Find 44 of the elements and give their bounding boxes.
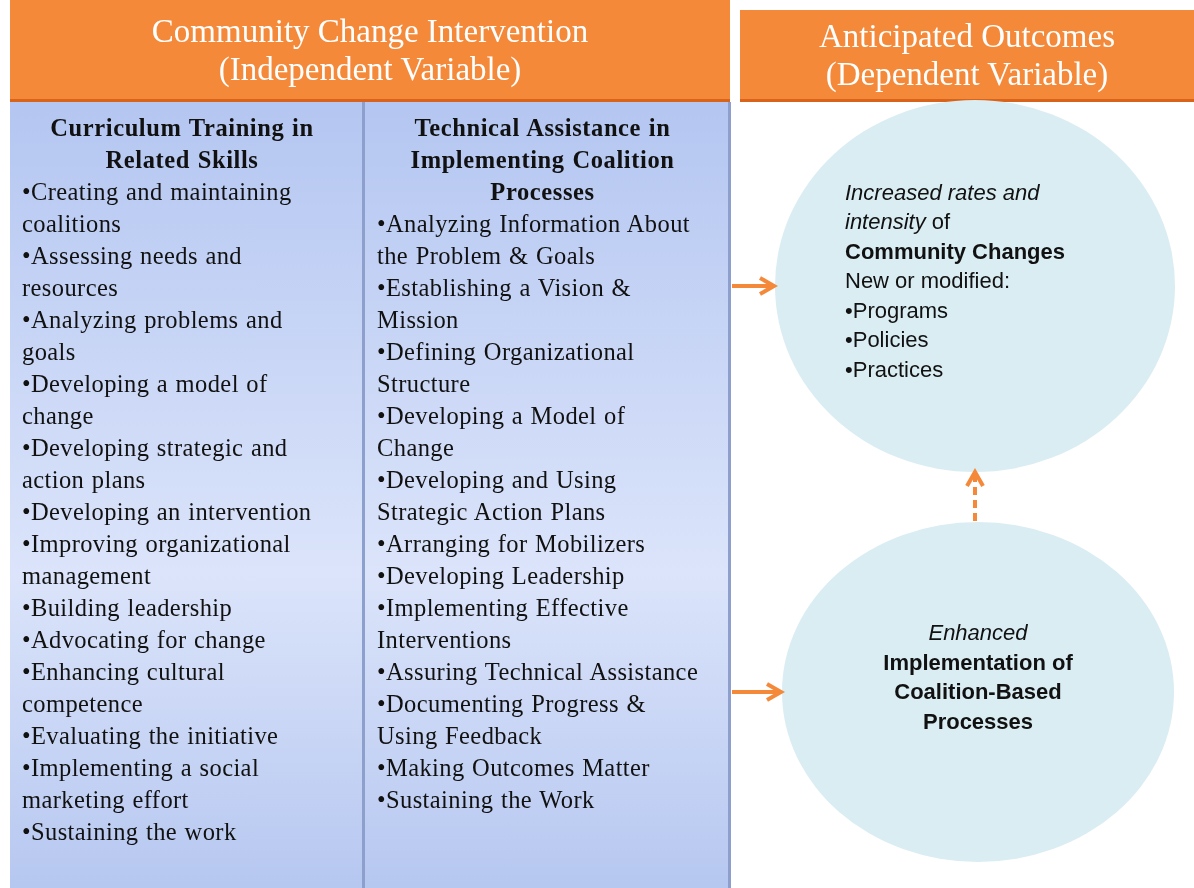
bullet-item: •Evaluating the initiative xyxy=(22,721,280,751)
header-title: Community Change Intervention (Independent Variable) xyxy=(150,11,590,88)
bullet-item: •Assuring Technical Assistance xyxy=(377,657,700,687)
arrow xyxy=(965,470,985,521)
bullet-item: •Developing Leadership xyxy=(377,561,626,591)
body-text: Community Changes xyxy=(845,237,1067,266)
bullet-item: •Sustaining the work xyxy=(22,817,238,847)
header-banner xyxy=(740,10,1194,102)
bullet-item: •Establishing a Vision & Mission xyxy=(377,273,633,335)
bullet-item: •Creating and maintaining coalitions xyxy=(22,177,293,239)
column-heading: Technical Assistance in Implementing Coalition Processes xyxy=(409,113,676,207)
bullet-item: •Implementing Effective Interventions xyxy=(377,593,630,655)
bullet-item: •Enhancing cultural competence xyxy=(22,657,226,719)
bullet-item: •Defining Organizational Structure xyxy=(377,337,636,399)
column-panel xyxy=(365,102,731,888)
bullet-item: •Making Outcomes Matter xyxy=(377,753,651,783)
body-text: Increased rates and intensity of xyxy=(845,178,1041,237)
header-banner xyxy=(10,0,730,102)
bullet-item: •Developing a model of change xyxy=(22,369,269,431)
bullet-item: •Building leadership xyxy=(22,593,234,623)
body-text: Enhanced xyxy=(927,619,1029,647)
bullet-item: •Analyzing Information About the Problem & Goals xyxy=(377,209,691,271)
bullet-item: •Arranging for Mobilizers xyxy=(377,529,647,559)
header-title: Anticipated Outcomes (Dependent Variable) xyxy=(818,16,1116,93)
bullet-item: •Developing strategic and action plans xyxy=(22,433,289,495)
bullet-item: •Sustaining the Work xyxy=(377,785,596,815)
body-text: Implementation of Coalition-Based Processes xyxy=(882,648,1074,736)
bullet-item: •Advocating for change xyxy=(22,625,267,655)
bullet-item: •Analyzing problems and goals xyxy=(22,305,284,367)
bullet-item: •Programs xyxy=(845,296,950,325)
bullet-item: •Practices xyxy=(845,355,945,384)
column-heading: Curriculum Training in Related Skills xyxy=(49,113,315,175)
bullet-item: •Developing a Model of Change xyxy=(377,401,627,463)
bullet-item: •Documenting Progress & Using Feedback xyxy=(377,689,647,751)
body-text: New or modified: xyxy=(845,267,1012,296)
bullet-item: •Developing an intervention xyxy=(22,497,313,527)
bullet-item: •Implementing a social marketing effort xyxy=(22,753,261,815)
column-panel xyxy=(10,102,365,888)
bullet-item: •Assessing needs and resources xyxy=(22,241,243,303)
bullet-item: •Developing and Using Strategic Action Plans xyxy=(377,465,618,527)
bullet-item: •Improving organizational management xyxy=(22,529,292,591)
bullet-item: •Policies xyxy=(845,326,930,355)
arrow xyxy=(732,276,776,296)
arrow xyxy=(732,682,783,702)
